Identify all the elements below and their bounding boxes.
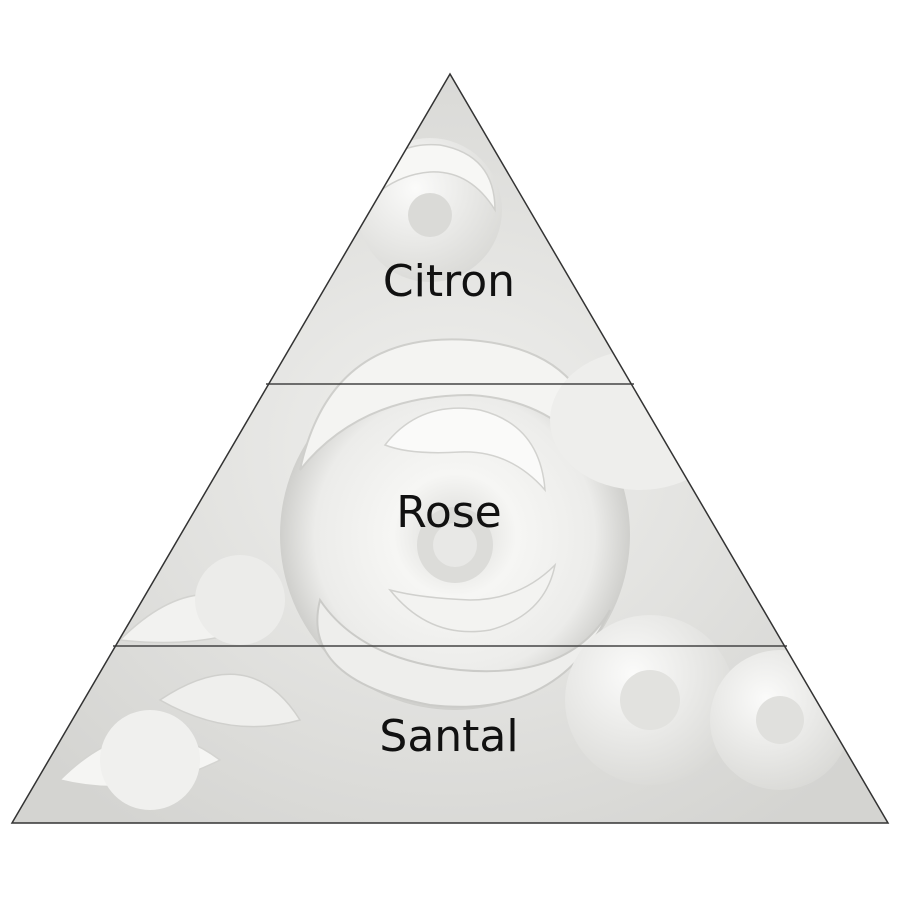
central-rose-image [280, 338, 630, 710]
tier-label-bottom: Santal [379, 711, 518, 762]
pyramid-outline [10, 72, 890, 824]
left-petals-image [58, 555, 302, 810]
tier-label-middle: Rose [396, 487, 502, 538]
tier-label-top: Citron [383, 256, 515, 307]
